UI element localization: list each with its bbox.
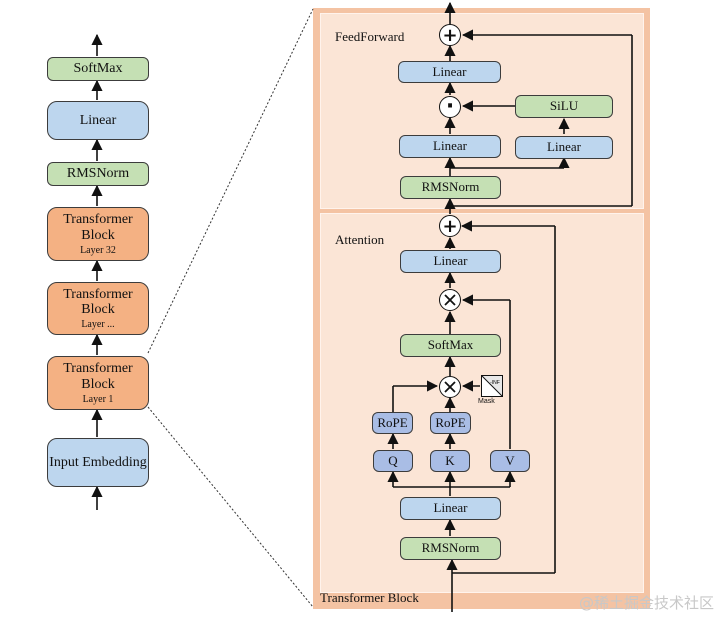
mask-label: Mask (478, 398, 495, 405)
linear-box: Linear (47, 101, 149, 140)
mask-icon: -INF (481, 375, 503, 397)
transformer-block-label: Transformer Block (320, 590, 419, 605)
attn-matmul-v-icon (439, 289, 461, 311)
transformer-block-layer-dots: Transformer Block Layer ... (47, 282, 149, 335)
rmsnorm-box: RMSNorm (47, 162, 149, 186)
attn-rope-q: RoPE (372, 412, 413, 434)
ff-linear-left: Linear (399, 135, 501, 158)
ff-silu: SiLU (515, 95, 613, 118)
attn-q: Q (373, 450, 413, 472)
ff-linear-out: Linear (398, 61, 501, 83)
ff-linear-right: Linear (515, 136, 613, 159)
svg-text:-INF: -INF (490, 380, 500, 386)
attn-rmsnorm: RMSNorm (400, 537, 501, 560)
attn-add-icon: + (439, 215, 461, 237)
input-embedding-box: Input Embedding (47, 438, 149, 487)
attn-linear-in: Linear (400, 497, 501, 520)
ff-rmsnorm: RMSNorm (400, 176, 501, 199)
attn-v: V (490, 450, 530, 472)
ff-add-icon: + (439, 24, 461, 46)
feedforward-label: FeedForward (335, 29, 405, 44)
watermark-text: @稀土掘金技术社区 (578, 594, 714, 612)
attn-k: K (430, 450, 470, 472)
attn-linear-out: Linear (400, 250, 501, 273)
attn-softmax: SoftMax (400, 334, 501, 357)
transformer-block-layer-1: Transformer Block Layer 1 (47, 356, 149, 410)
attn-matmul-qk-icon (439, 376, 461, 398)
softmax-box: SoftMax (47, 57, 149, 81)
attn-rope-k: RoPE (430, 412, 471, 434)
transformer-block-layer-32: Transformer Block Layer 32 (47, 207, 149, 261)
ff-multiply-icon: · (439, 96, 461, 118)
attention-panel (320, 213, 644, 593)
attention-label: Attention (335, 232, 385, 247)
